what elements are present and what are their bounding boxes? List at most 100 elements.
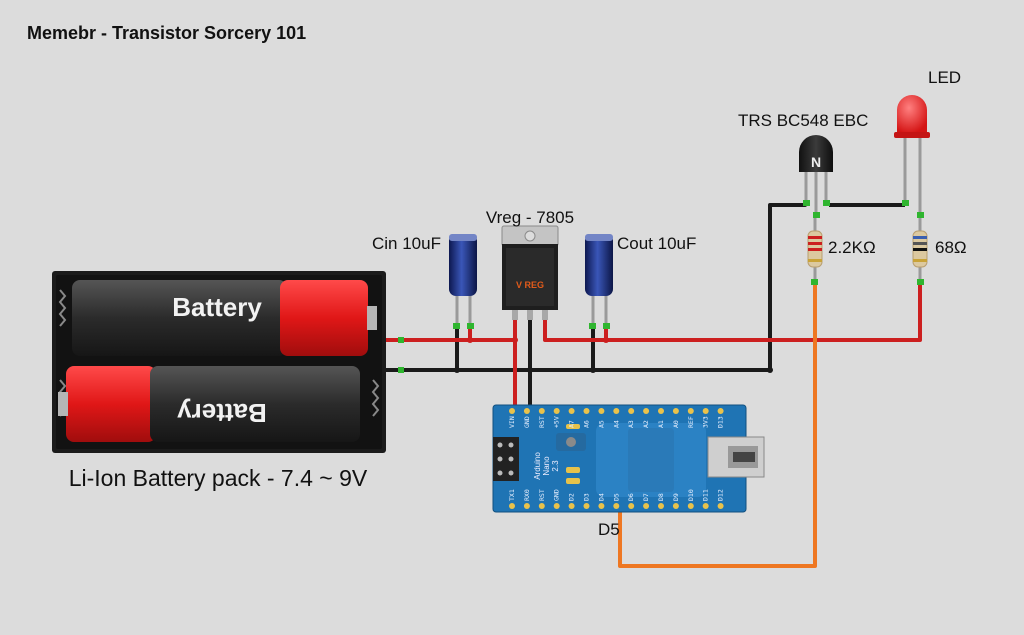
arduino-pin: [568, 408, 575, 414]
arduino-bottom-pins: TX1 RX0 RST GND D2 D3 D4 D5 D6 D7 D8 D9 D10 D11 D12: [508, 489, 725, 509]
arduino-pin-label: D4: [597, 493, 605, 501]
arduino-pin: [583, 408, 590, 414]
junction: [512, 337, 518, 343]
arduino-pin-label: A2: [642, 420, 650, 428]
arduino-pin-label: GND: [553, 489, 561, 501]
capacitor-cin: [449, 234, 477, 329]
vreg-marking: V REG: [516, 280, 544, 290]
arduino-pin: [702, 503, 709, 509]
arduino-pin: [523, 408, 530, 414]
arduino-pin: [643, 408, 650, 414]
arduino-pin: [687, 408, 694, 414]
arduino-pin: [553, 408, 560, 414]
arduino-pin-label: D9: [672, 493, 680, 501]
battery-pack: Battery Battery: [52, 271, 404, 453]
resistor-base-label: 2.2KΩ: [828, 238, 876, 257]
transistor-bc548: N: [799, 135, 833, 218]
resistor-led-label: 68Ω: [935, 238, 967, 257]
arduino-pin: [658, 408, 664, 414]
arduino-pin-label: D8: [657, 493, 665, 501]
arduino-pin: [538, 503, 545, 509]
led: [894, 95, 930, 215]
resistor-led: [912, 212, 928, 285]
voltage-regulator: V REG: [501, 225, 559, 320]
arduino-pin-label: A1: [657, 420, 665, 428]
arduino-pin-label: A4: [612, 420, 620, 428]
diagram-title: Memebr - Transistor Sorcery 101: [27, 23, 306, 43]
arduino-pin-label: TX1: [508, 489, 516, 501]
arduino-name-3: 2.3: [551, 460, 560, 472]
arduino-pin-label: D10: [687, 489, 695, 501]
arduino-pin-label: D7: [642, 493, 650, 501]
junction: [767, 367, 773, 373]
arduino-pin: [613, 408, 620, 414]
arduino-pin: [598, 503, 605, 509]
arduino-pin: [672, 503, 679, 509]
arduino-pin-label: D5: [612, 493, 620, 501]
arduino-pin-label: REF: [687, 416, 695, 428]
arduino-pin-label: +5V: [553, 416, 561, 428]
arduino-pin: [687, 503, 694, 509]
arduino-pin-label: D11: [702, 489, 710, 501]
junction: [590, 367, 596, 373]
arduino-pin: [658, 503, 664, 509]
wire-gnd-battery-rail: [402, 203, 807, 372]
arduino-pin: [717, 503, 724, 509]
arduino-name-1: Arduino: [533, 452, 542, 480]
arduino-pin-label: D3: [583, 493, 591, 501]
arduino-pin: [553, 503, 560, 509]
battery-bottom-label: Battery: [177, 398, 267, 428]
arduino-pin: [702, 408, 709, 414]
arduino-pin-label: RX0: [523, 489, 531, 501]
wire-vin-battery: [404, 338, 517, 410]
battery-pack-label: Li-Ion Battery pack - 7.4 ~ 9V: [69, 465, 368, 491]
led-label: LED: [928, 68, 961, 87]
cin-label: Cin 10uF: [372, 234, 441, 253]
arduino-pin: [523, 503, 530, 509]
arduino-pin: [568, 503, 575, 509]
arduino-pin-label: D2: [568, 493, 576, 501]
arduino-pin-label: D12: [717, 489, 725, 501]
arduino-pin: [509, 408, 515, 414]
arduino-pin: [509, 503, 515, 509]
wire-vout-rail: [543, 282, 922, 342]
junction: [527, 367, 533, 373]
arduino-pin: [628, 408, 635, 414]
junction: [603, 337, 609, 343]
vreg-label: Vreg - 7805: [486, 208, 574, 227]
resistor-base: [807, 218, 823, 285]
battery-cell-bottom: Battery: [58, 366, 360, 442]
arduino-pin-label: VIN: [508, 416, 516, 428]
arduino-pin: [613, 503, 620, 509]
arduino-name-2: Nano: [542, 456, 551, 476]
transistor-marking: N: [811, 154, 821, 170]
capacitor-cout: [585, 234, 613, 329]
arduino-pin-label: 3V3: [702, 416, 710, 428]
junction: [467, 337, 473, 343]
battery-top-label: Battery: [172, 292, 262, 322]
arduino-pin-label: A5: [597, 420, 605, 428]
arduino-pin-label: A6: [583, 420, 591, 428]
d5-label: D5: [598, 520, 620, 539]
arduino-pin: [643, 503, 650, 509]
arduino-pin: [598, 408, 605, 414]
wire-d5-base: [618, 282, 817, 568]
battery-cell-top: Battery: [72, 280, 377, 356]
arduino-pin: [628, 503, 635, 509]
arduino-pin-label: GND: [523, 416, 531, 428]
arduino-pin-label: D13: [717, 416, 725, 428]
arduino-pin-label: A0: [672, 420, 680, 428]
arduino-pin-label: A7: [568, 420, 576, 428]
arduino-pin: [538, 408, 545, 414]
wires: [402, 203, 922, 568]
arduino-pin-label: RST: [538, 489, 546, 501]
arduino-pin: [583, 503, 590, 509]
arduino-pin-label: RST: [538, 416, 546, 428]
arduino-pin: [717, 408, 724, 414]
arduino-pin: [672, 408, 679, 414]
arduino-pin-label: D6: [627, 493, 635, 501]
junction: [454, 367, 460, 373]
